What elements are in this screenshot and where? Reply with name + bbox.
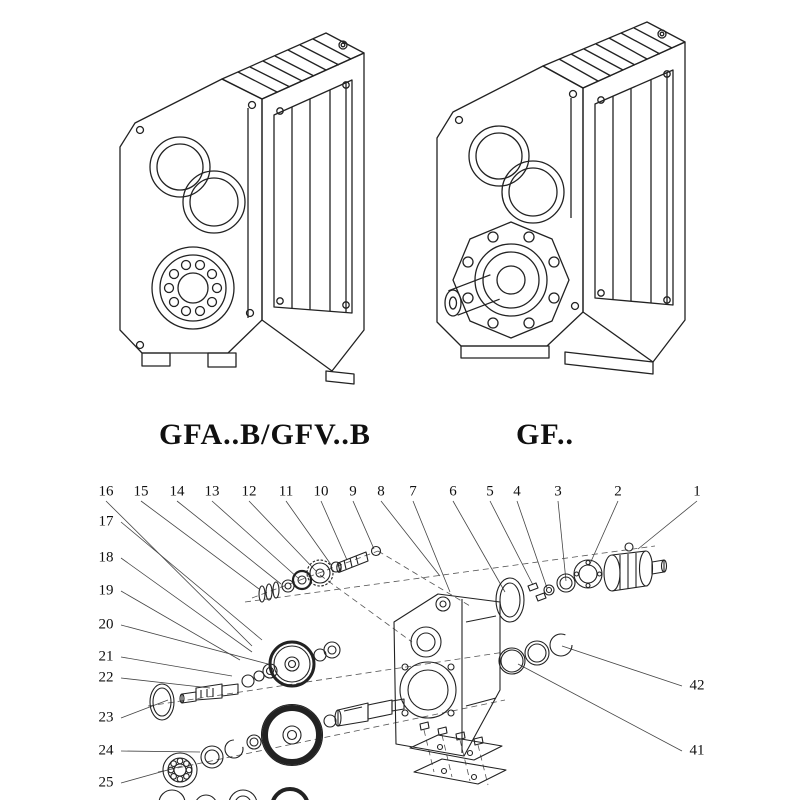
model-label-gf: GF.. [516, 418, 574, 451]
callout-17: 17 [98, 513, 114, 530]
model-label-gfab: GFA..B/GFV..B [159, 418, 371, 451]
input-stack [495, 559, 603, 623]
callout-6: 6 [449, 483, 457, 500]
callout-41: 41 [689, 742, 705, 759]
base [460, 345, 654, 375]
callout-1: 1 [693, 483, 701, 500]
leader-lines [105, 500, 698, 784]
bottom-cutoff-parts [158, 787, 309, 800]
callout-23: 23 [98, 709, 114, 726]
bore-circles [468, 125, 565, 224]
callout-20: 20 [98, 616, 114, 633]
callout-10: 10 [313, 483, 329, 500]
callout-42: 42 [689, 677, 705, 694]
callout-5: 5 [486, 483, 494, 500]
callout-16: 16 [98, 483, 114, 500]
base-cover [409, 721, 507, 785]
callout-9: 9 [349, 483, 357, 500]
callout-7: 7 [409, 483, 417, 500]
callout-12: 12 [241, 483, 257, 500]
intermediate-cluster [149, 640, 341, 721]
callout-22: 22 [98, 669, 114, 686]
callout-25: 25 [98, 774, 114, 791]
callout-21: 21 [98, 648, 114, 665]
callout-4: 4 [513, 483, 521, 500]
callout-24: 24 [98, 742, 114, 759]
callout-3: 3 [554, 483, 562, 500]
callout-18: 18 [98, 549, 114, 566]
bore-circles [149, 136, 246, 234]
assembly-axes [147, 545, 656, 786]
callout-8: 8 [377, 483, 385, 500]
upper-shaft-cluster [258, 545, 382, 603]
output-bearing [151, 246, 235, 330]
callout-11: 11 [278, 483, 294, 500]
retaining-rings [498, 633, 573, 675]
callout-15: 15 [133, 483, 149, 500]
callout-14: 14 [169, 483, 185, 500]
gearbox-drawing-gfab [119, 32, 365, 385]
feet [141, 352, 355, 385]
side-panel [582, 41, 686, 363]
output-shaft [444, 274, 500, 317]
exploded-parts [149, 542, 668, 800]
callout-19: 19 [98, 582, 114, 599]
output-cluster [162, 698, 405, 788]
side-panel [261, 52, 365, 372]
callout-13: 13 [204, 483, 220, 500]
gearbox-drawing-gf [436, 21, 686, 375]
housing [393, 593, 501, 757]
input-unit [603, 542, 668, 592]
callout-2: 2 [614, 483, 622, 500]
